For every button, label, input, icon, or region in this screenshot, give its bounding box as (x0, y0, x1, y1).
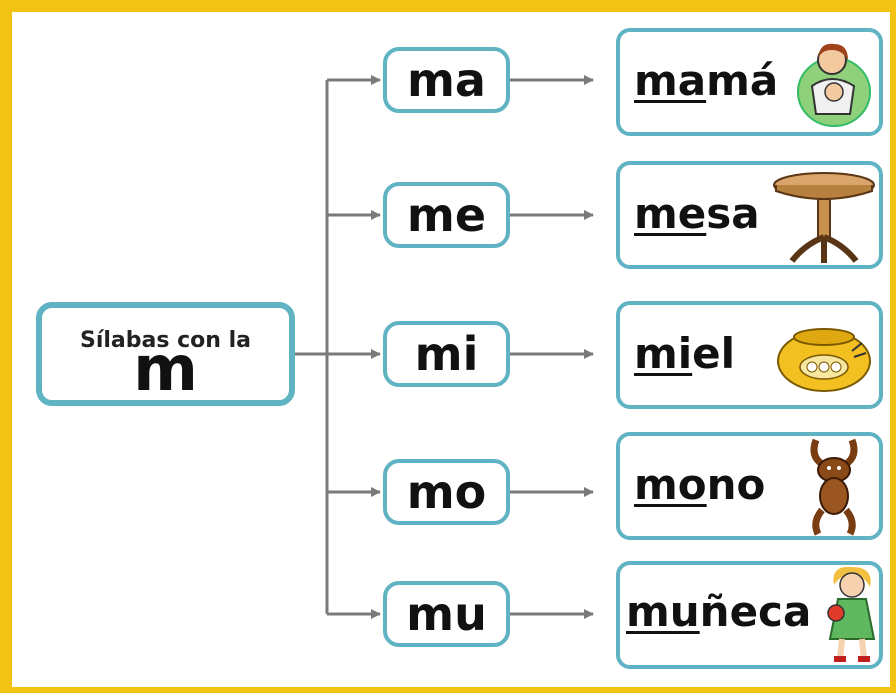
word-syllable: mo (634, 460, 707, 509)
word-muneca: muñeca (626, 587, 811, 636)
root-title: Sílabas con la (80, 328, 251, 353)
word-box-mono: mono (616, 432, 883, 540)
word-rest: ñeca (699, 587, 812, 636)
word-miel: miel (634, 329, 735, 378)
word-box-muneca: muñeca (616, 561, 883, 669)
monkey-icon (810, 438, 858, 536)
mother-with-baby-icon (797, 43, 871, 127)
root-box: Sílabas con la m (36, 302, 295, 406)
syllable-box-mo: mo (383, 459, 510, 525)
word-rest: el (692, 329, 736, 378)
table-icon (773, 172, 875, 263)
word-syllable: ma (634, 56, 707, 105)
word-box-miel: miel (616, 301, 883, 409)
word-syllable: mi (634, 329, 693, 378)
word-syllable: mu (626, 587, 700, 636)
syllable-box-mu: mu (383, 581, 510, 647)
honey-pot-icon (777, 328, 871, 392)
word-box-mama: mamá (616, 28, 883, 136)
word-rest: má (706, 56, 779, 105)
word-rest: sa (706, 189, 760, 238)
root-letter: m (133, 332, 198, 405)
syllable-box-ma: ma (383, 47, 510, 113)
syllable-box-me: me (383, 182, 510, 248)
word-mesa: mesa (634, 189, 760, 238)
word-syllable: me (634, 189, 707, 238)
word-mama: mamá (634, 56, 778, 105)
syllable-box-mi: mi (383, 321, 510, 387)
girl-with-doll-icon (827, 566, 876, 662)
word-mono: mono (634, 460, 765, 509)
word-box-mesa: mesa (616, 161, 883, 269)
word-rest: no (706, 460, 766, 509)
